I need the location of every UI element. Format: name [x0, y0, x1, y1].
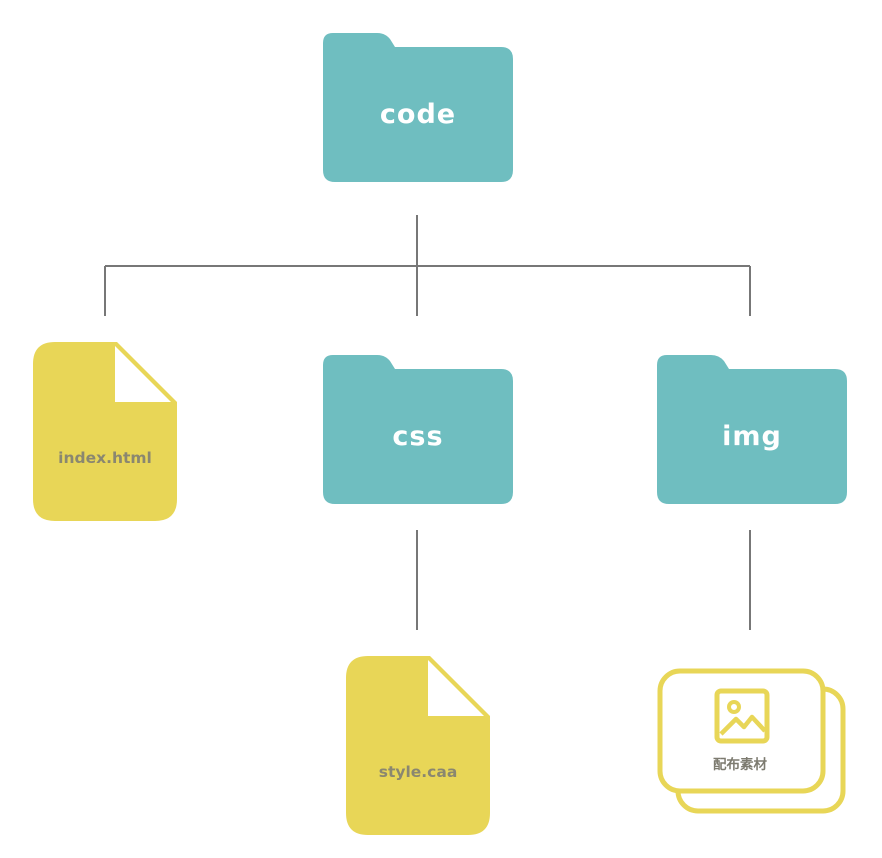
folder-css[interactable]: css: [323, 355, 513, 504]
image-assets-label: 配布素材: [713, 757, 767, 773]
file-index-html-label: index.html: [58, 449, 152, 467]
folder-css-label: css: [392, 421, 444, 452]
image-assets[interactable]: 配布素材: [657, 668, 847, 814]
file-icon: [33, 342, 177, 521]
file-style-caa[interactable]: style.caa: [346, 656, 490, 835]
folder-img-label: img: [722, 421, 782, 452]
folder-img[interactable]: img: [657, 355, 847, 504]
folder-icon: [657, 355, 847, 504]
folder-icon: [323, 33, 513, 182]
file-index-html[interactable]: index.html: [33, 342, 177, 521]
folder-code-label: code: [379, 99, 457, 130]
folder-icon: [323, 355, 513, 504]
folder-code[interactable]: code: [323, 33, 513, 182]
file-icon: [346, 656, 490, 835]
file-style-caa-label: style.caa: [378, 763, 458, 781]
image-icon: [714, 688, 770, 744]
